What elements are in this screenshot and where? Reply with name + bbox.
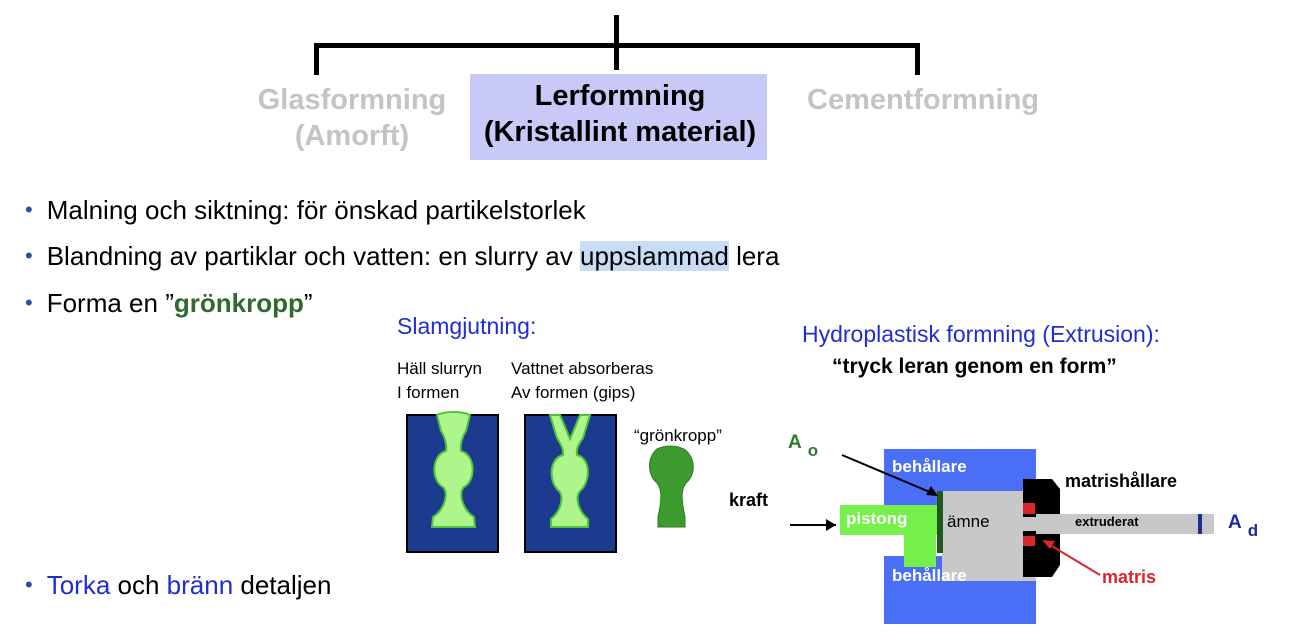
bullet-mixing-end: lera: [728, 241, 780, 271]
bullet-mixing-text: Blandning av partiklar och vatten: en sl…: [46, 241, 580, 271]
die-holder-label: matrishållare: [1065, 471, 1178, 491]
step1-line2: I formen: [397, 383, 460, 402]
billet-label: ämne: [947, 512, 990, 531]
greenbody-shape: [649, 445, 694, 528]
billet-block: [942, 491, 1036, 581]
step1-line1: Häll slurryn: [397, 359, 483, 378]
category-clay-line2: (Kristallint material): [483, 116, 757, 148]
bullet-milling: • Malning och siktning: för önskad partik…: [25, 195, 586, 227]
extrudate-bar: [1036, 514, 1214, 534]
bullet-marker: •: [25, 572, 33, 597]
ao-pointer-line: [841, 454, 933, 494]
category-cement: Cementformning: [780, 82, 1066, 118]
extrusion-quote: “tryck leran genom en form”: [832, 355, 1117, 378]
piston-label: pistong: [846, 509, 908, 528]
container-bottom-label: behållare: [892, 566, 967, 585]
piston-rod: [904, 505, 936, 567]
category-glass: Glasformning (Amorft): [236, 82, 468, 154]
step1-caption: Häll slurryn I formen: [397, 357, 482, 405]
category-clay: Lerformning (Kristallint material): [450, 78, 790, 150]
slurry-fill-1: [430, 411, 477, 528]
slurry-layer-2: [548, 414, 592, 528]
category-glass-line2: (Amorft): [294, 120, 410, 152]
bullet-marker: •: [25, 290, 33, 315]
die-pointer-head: [1042, 540, 1055, 549]
category-glass-line1: Glasformning: [257, 84, 447, 116]
category-cement-line1: Cementformning: [807, 84, 1039, 116]
extrudate-label: extruderat: [1075, 514, 1139, 529]
active-category-highlight: [470, 74, 767, 160]
step2-line1: Vattnet absorberas: [511, 359, 654, 378]
step2-line2: Av formen (gips): [511, 383, 636, 402]
area-original-letter: A: [788, 432, 802, 453]
ao-pointer-head: [926, 486, 938, 496]
tree-left-branch: [314, 43, 319, 75]
bullet-marker: •: [25, 243, 33, 268]
tree-right-branch: [915, 43, 920, 75]
force-arrowhead: [826, 519, 836, 531]
bullet-forming-end: ”: [303, 288, 313, 318]
bullet-milling-text: Malning och siktning: för önskad partike…: [46, 195, 586, 225]
greenbody-term: grönkropp: [173, 288, 304, 318]
fire-word: bränn: [166, 570, 234, 600]
area-original-sub: o: [807, 441, 819, 460]
area-die-sub: d: [1247, 521, 1259, 540]
tree-crossbar: [314, 43, 920, 48]
bullet-drying-mid: och: [110, 570, 167, 600]
bullet-forming: • Forma en ”grönkropp”: [25, 288, 313, 320]
billet-face: [937, 491, 943, 553]
force-label: kraft: [729, 490, 769, 510]
container-top-label: behållare: [892, 457, 967, 476]
bullet-drying: • Torka och bränn detaljen: [25, 570, 331, 602]
bullet-drying-end: detaljen: [233, 570, 332, 600]
extrusion-diagram: [790, 449, 1214, 624]
die-top: [1023, 503, 1035, 514]
exit-face-marker: [1198, 514, 1202, 534]
category-clay-line1: Lerformning: [534, 80, 706, 112]
dry-word: Torka: [46, 570, 111, 600]
tree-trunk: [614, 15, 619, 70]
slip-casting-title: Slamgjutning:: [397, 313, 537, 339]
die-label: matris: [1102, 567, 1157, 587]
slip-casting-diagram: [406, 411, 694, 553]
highlighted-word: uppslammad: [579, 241, 729, 271]
bullet-marker: •: [25, 197, 33, 222]
die-pointer-line: [1049, 544, 1101, 576]
area-die-letter: A: [1228, 512, 1242, 533]
bullet-forming-text: Forma en ”: [46, 288, 174, 318]
die-bottom: [1023, 536, 1035, 546]
step3-caption: “grönkropp”: [634, 426, 722, 445]
extrusion-title: Hydroplastisk formning (Extrusion):: [802, 321, 1160, 347]
bullet-mixing: • Blandning av partiklar och vatten: en s…: [25, 241, 779, 273]
step2-caption: Vattnet absorberas Av formen (gips): [511, 357, 653, 405]
